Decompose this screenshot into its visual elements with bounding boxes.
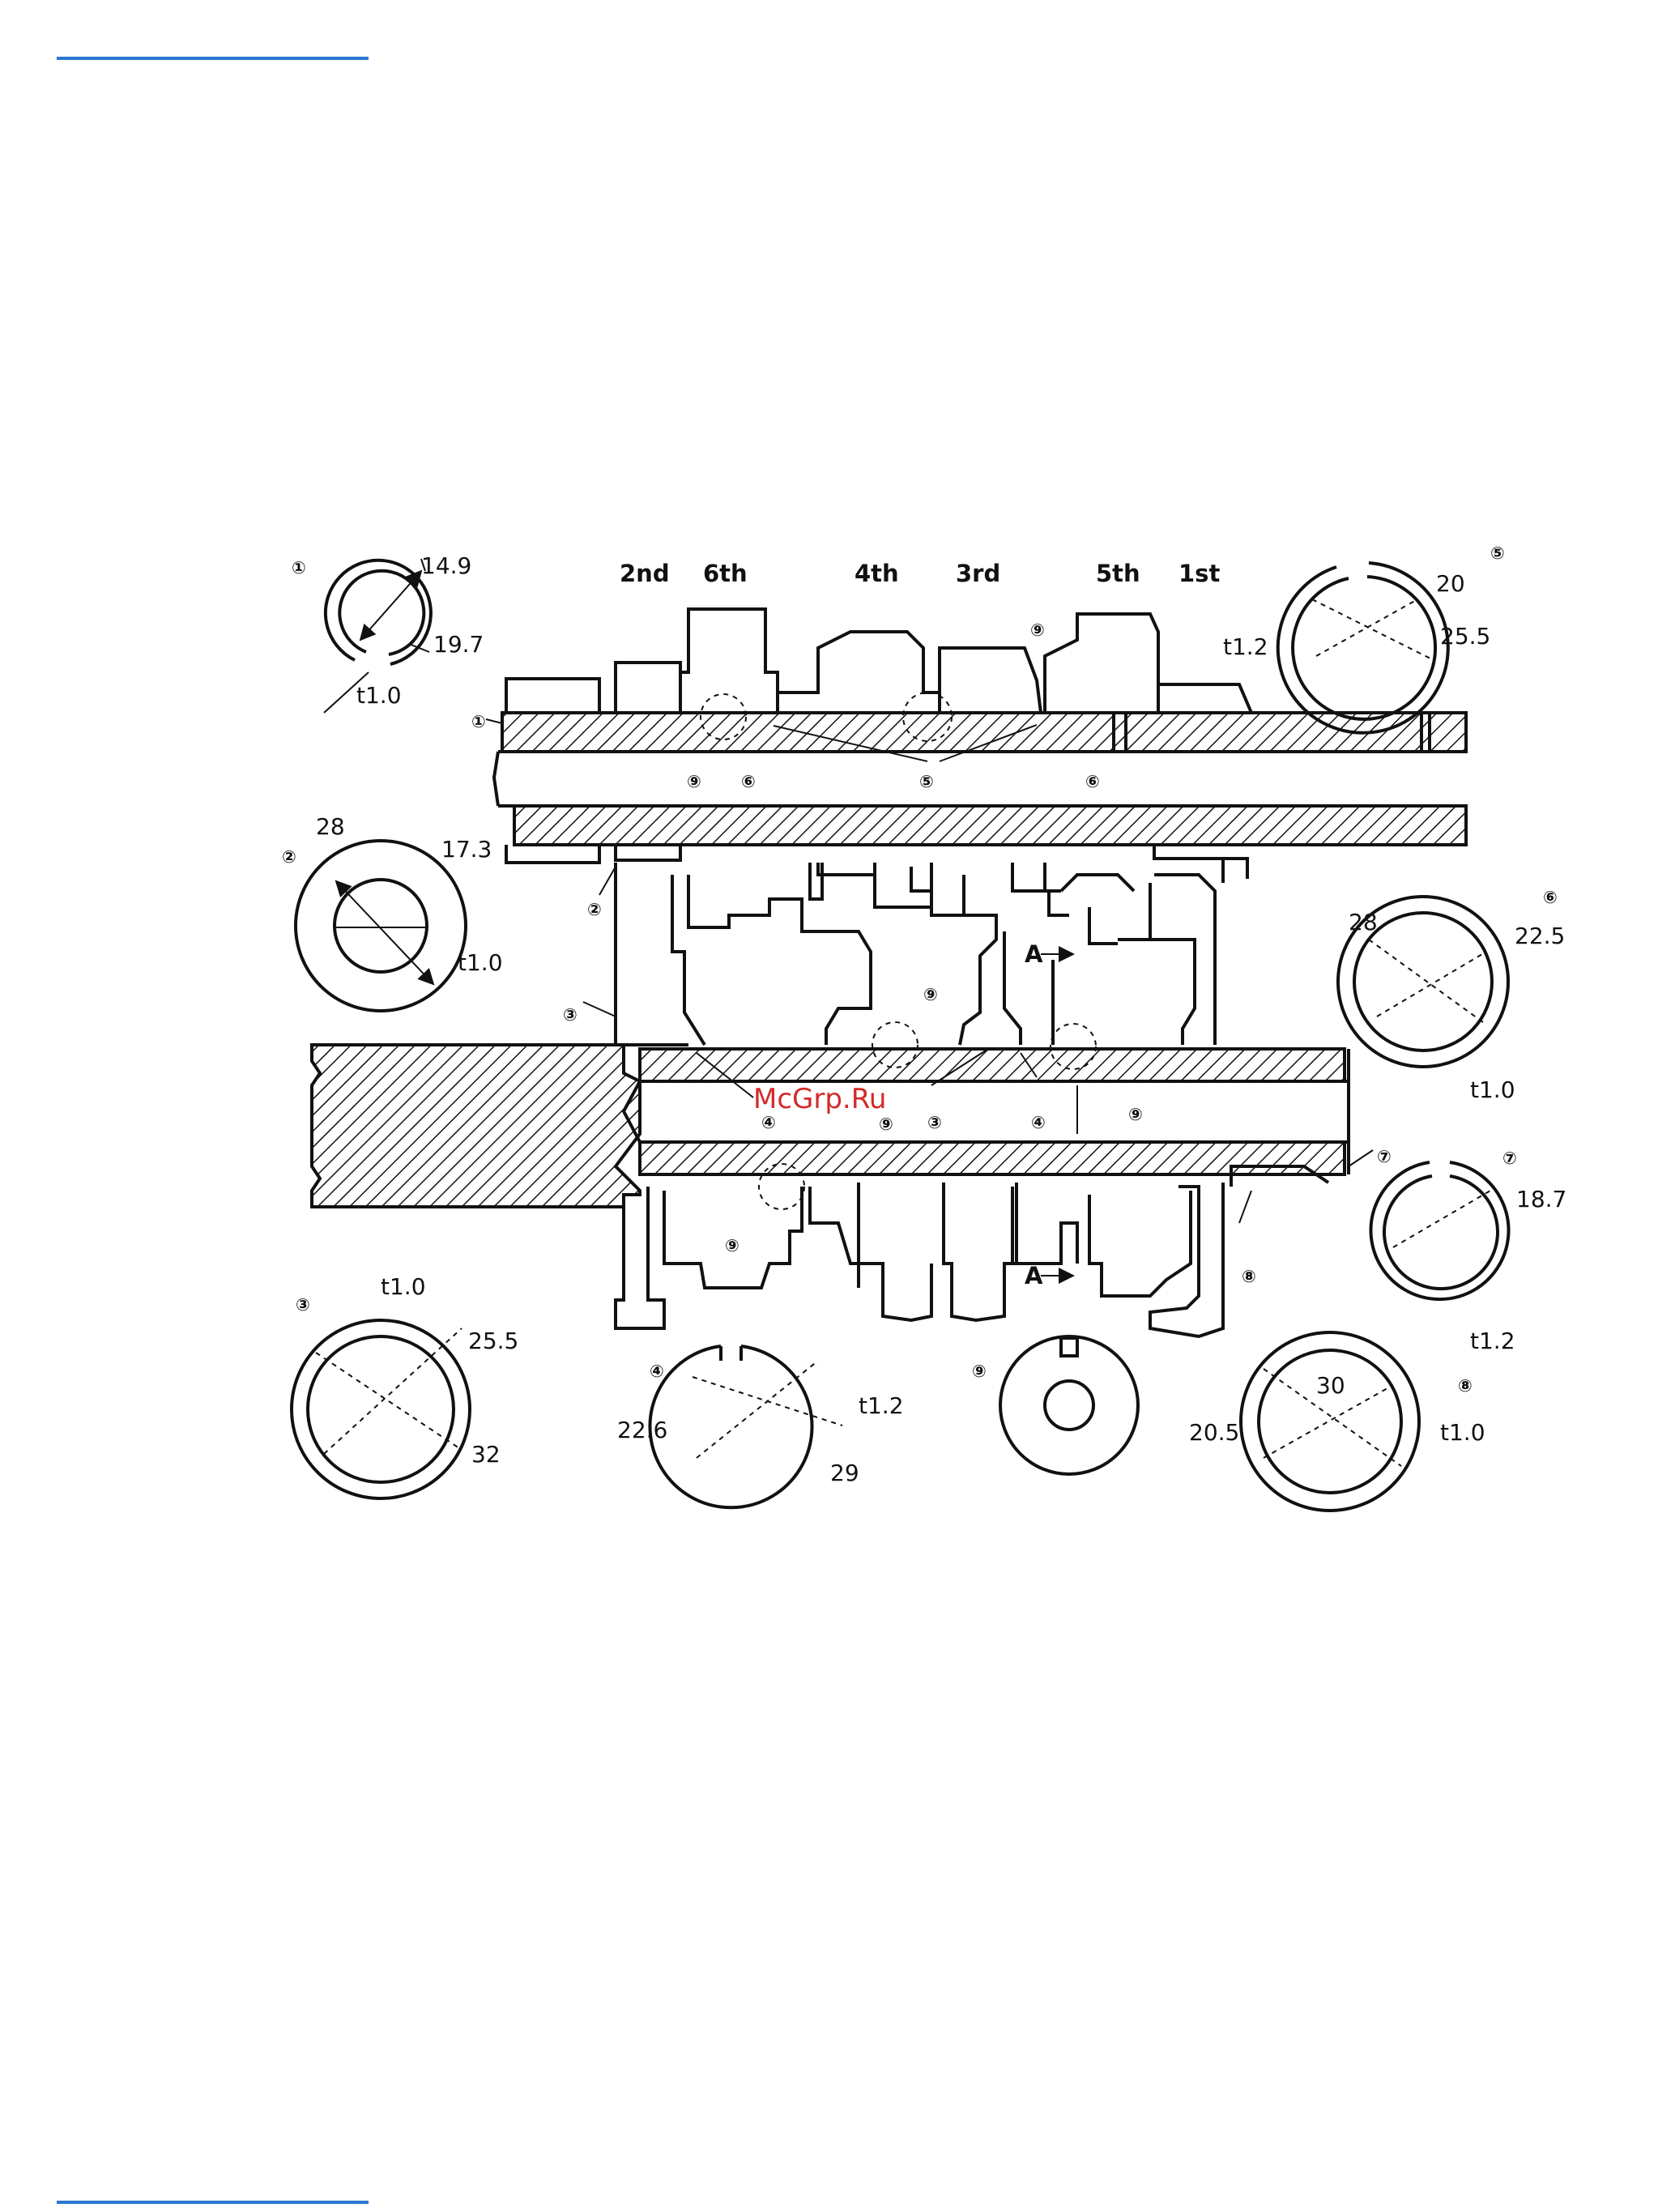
diagram-label: t1.0 xyxy=(458,949,503,976)
diagram-label: ⑧ xyxy=(1458,1376,1473,1396)
diagram-label: ⑨ xyxy=(725,1236,739,1255)
diagram-label: 28 xyxy=(316,813,345,840)
diagram-label: 18.7 xyxy=(1516,1186,1566,1213)
ring-9-label: ⑨ xyxy=(972,1362,987,1381)
ring-8 xyxy=(1241,1332,1419,1511)
section-arrows xyxy=(1041,954,1073,1276)
ring-2-labels: ② 28 17.3 t1.0 xyxy=(282,813,503,976)
ring-8-labels: ⑧ 30 20.5 t1.0 xyxy=(1189,1372,1485,1446)
section-marker-a-top: A xyxy=(1025,940,1043,968)
ring-5-labels: ⑤ 20 25.5 t1.2 xyxy=(1223,543,1505,660)
diagram-label: ① xyxy=(471,712,486,731)
diagram-label: ⑧ xyxy=(1242,1267,1256,1286)
diagram-label: 25.5 xyxy=(468,1328,518,1354)
diagram-label: ② xyxy=(282,847,296,867)
diagram-label: 30 xyxy=(1316,1372,1345,1399)
diagram-label: ④ xyxy=(761,1113,776,1132)
gear-label-1st: 1st xyxy=(1178,560,1220,587)
ring-7 xyxy=(1371,1162,1509,1299)
diagram-label: 29 xyxy=(830,1460,859,1486)
diagram-label: ③ xyxy=(563,1005,578,1025)
ring-9 xyxy=(1000,1336,1138,1474)
diagram-label: 20.5 xyxy=(1189,1419,1239,1446)
section-marker-a-bottom: A xyxy=(1025,1262,1043,1289)
gear-label-4th: 4th xyxy=(855,560,899,587)
gear-label-3rd: 3rd xyxy=(956,560,1000,587)
lower-gears xyxy=(616,1166,1328,1336)
diagram-label: ⑨ xyxy=(879,1115,893,1134)
diagram-label: 14.9 xyxy=(421,552,471,579)
diagram-label: ② xyxy=(587,900,602,919)
diagram-label: ⑨ xyxy=(1128,1105,1143,1124)
diagram-label: ⑤ xyxy=(919,772,934,791)
gear-label-5th: 5th xyxy=(1096,560,1140,587)
ring-3 xyxy=(292,1320,470,1498)
ring-5 xyxy=(1278,563,1448,733)
diagram-label: 20 xyxy=(1436,570,1465,597)
gear-labels: 2nd 6th 4th 3rd 5th 1st xyxy=(620,560,1220,587)
watermark: McGrp.Ru xyxy=(753,1083,886,1115)
lower-shaft xyxy=(312,1045,1349,1207)
diagram-label: ④ xyxy=(650,1362,664,1381)
diagram-label: 28 xyxy=(1349,909,1378,936)
diagram-label: t1.0 xyxy=(1440,1419,1485,1446)
middle-gears xyxy=(616,859,1223,1045)
diagram-label: ⑨ xyxy=(923,985,938,1004)
diagram-label: ③ xyxy=(927,1113,942,1132)
diagram-label: ① xyxy=(292,558,306,578)
diagram-label: ④ xyxy=(1031,1113,1046,1132)
diagram-label: ⑥ xyxy=(1085,772,1100,791)
diagram-label: 22.5 xyxy=(1515,923,1565,949)
diagram-label: t1.0 xyxy=(1470,1076,1515,1103)
diagram-label: ⑦ xyxy=(1377,1147,1392,1166)
diagram-label: 25.5 xyxy=(1440,623,1490,650)
diagram-label: t1.0 xyxy=(356,682,402,709)
diagram-label: ⑥ xyxy=(741,772,756,791)
ring-2 xyxy=(296,841,466,1011)
diagram-label: t1.2 xyxy=(1470,1328,1515,1354)
diagram-label: 17.3 xyxy=(441,836,492,863)
gear-label-2nd: 2nd xyxy=(620,560,670,587)
ring-4 xyxy=(650,1346,842,1507)
diagram-label: ⑨ xyxy=(1030,620,1045,640)
ring-3-labels: ③ t1.0 25.5 32 xyxy=(296,1273,518,1468)
diagram-label: t1.2 xyxy=(859,1392,904,1419)
diagram-label: t1.0 xyxy=(381,1273,426,1300)
diagram-label: ⑤ xyxy=(1490,543,1505,563)
ring-1-labels: ① 14.9 19.7 t1.0 xyxy=(292,552,484,709)
gear-label-6th: 6th xyxy=(703,560,748,587)
diagram-label: ⑥ xyxy=(1543,888,1558,907)
diagram-label: 19.7 xyxy=(433,631,484,658)
upper-shaft xyxy=(494,713,1466,845)
diagram-label: t1.2 xyxy=(1223,633,1268,660)
diagram-label: ⑦ xyxy=(1502,1149,1517,1168)
diagram-label: ③ xyxy=(296,1295,310,1315)
diagram-label: 32 xyxy=(471,1441,501,1468)
diagram-label: ⑨ xyxy=(687,772,701,791)
diagram-label: 22.6 xyxy=(617,1417,667,1443)
